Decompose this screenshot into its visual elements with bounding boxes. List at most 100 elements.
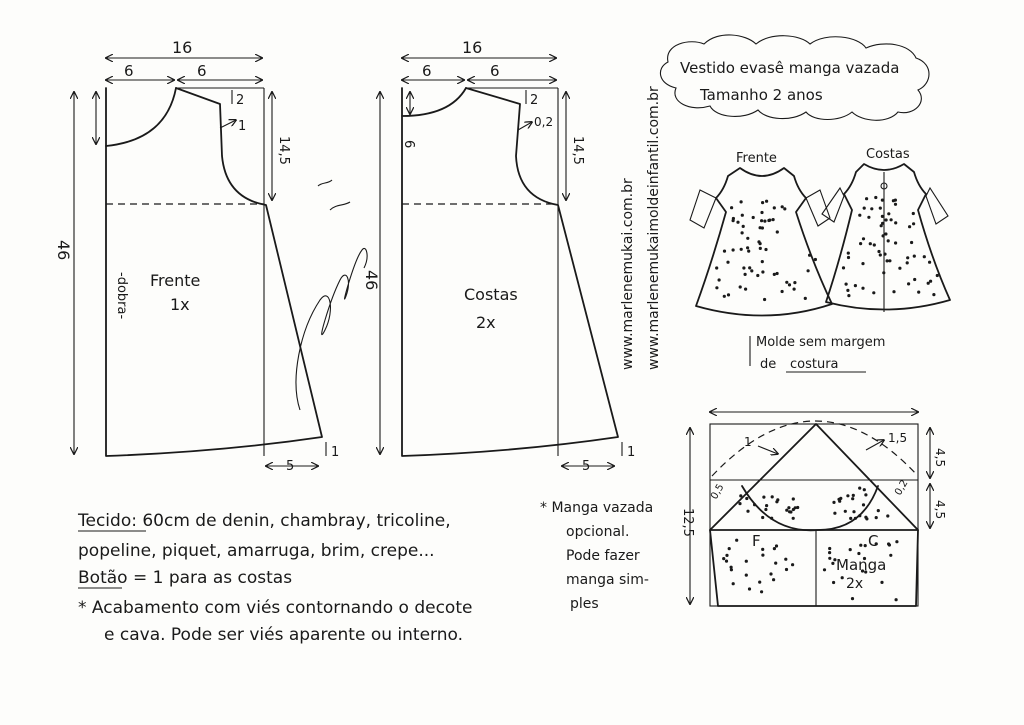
polka-dot <box>858 486 862 490</box>
sleeve-note-line-5: ples <box>570 596 599 612</box>
polka-dot <box>784 557 788 561</box>
polka-dot <box>747 249 751 253</box>
polka-dot <box>808 253 812 257</box>
back-pattern: 16 6 6 46 6 2 0,2 14,5 5 1 Costas 2x <box>362 38 635 474</box>
polka-dot <box>832 580 836 585</box>
polka-dot <box>861 262 865 266</box>
button-text: = 1 para as costas <box>128 568 293 588</box>
polka-dot <box>736 220 740 224</box>
polka-dot <box>862 556 867 561</box>
polka-dot <box>793 281 797 285</box>
sleeve-notes: * Manga vazada opcional. Pode fazer mang… <box>540 500 653 612</box>
polka-dot <box>775 271 779 276</box>
polka-dot <box>883 252 887 256</box>
polka-dot <box>907 282 911 286</box>
polka-dot <box>791 507 796 512</box>
polka-dot <box>740 213 744 217</box>
polka-dot <box>775 230 779 234</box>
polka-dot <box>758 246 762 250</box>
button-icon <box>880 182 888 190</box>
polka-dot <box>833 558 837 562</box>
front-armhole-label: 14,5 <box>276 136 291 165</box>
polka-dot <box>746 509 750 513</box>
polka-dot <box>868 242 872 246</box>
polka-dot <box>831 561 835 566</box>
polka-dot <box>862 488 866 492</box>
polka-dot <box>880 198 885 202</box>
sleeve-side-height-label: 4,5 <box>933 500 947 519</box>
polka-dot <box>772 547 777 551</box>
front-hem-rise-label: 1 <box>331 445 339 460</box>
illustration-back-label: Costas <box>866 147 910 162</box>
polka-dot <box>724 559 729 563</box>
polka-dot <box>753 503 757 507</box>
polka-dot <box>872 243 876 247</box>
polka-dot <box>739 200 743 204</box>
polka-dot <box>880 580 884 585</box>
polka-dot <box>761 201 765 205</box>
polka-dot <box>874 542 878 546</box>
polka-dot <box>877 249 881 254</box>
polka-dot <box>861 286 865 290</box>
polka-dot <box>863 544 867 548</box>
dress-illustration-back: Costas <box>821 147 951 312</box>
polka-dot <box>726 260 730 264</box>
polka-dot <box>857 551 861 556</box>
polka-dot <box>758 580 762 584</box>
polka-dot <box>889 218 893 222</box>
polka-dot <box>833 511 837 515</box>
front-neck-label: 6 <box>124 62 134 80</box>
cloud-shape <box>659 34 930 121</box>
polka-dot <box>828 551 832 555</box>
polka-dot <box>886 239 890 243</box>
fold-label: -dobra- <box>114 272 129 319</box>
polka-dot <box>881 234 885 238</box>
polka-dot <box>756 273 760 278</box>
polka-dot <box>910 240 914 245</box>
back-length-label: 46 <box>362 270 381 290</box>
sleeve-right-offset-label: 1,5 <box>888 431 907 445</box>
sleeve-note-line-4: manga sim- <box>566 572 649 588</box>
polka-dot <box>760 260 764 264</box>
polka-dot <box>769 572 773 576</box>
polka-dot <box>762 495 766 499</box>
polka-dot <box>791 563 795 567</box>
polka-dot <box>846 494 850 498</box>
front-shoulder-drop-label: 2 <box>236 93 244 108</box>
polka-dot <box>838 499 842 503</box>
polka-dots <box>715 195 939 302</box>
polka-dot <box>893 202 898 206</box>
back-width-label: 16 <box>462 38 482 57</box>
polka-dot <box>891 199 896 203</box>
polka-dot <box>761 515 765 520</box>
polka-dot <box>739 247 743 251</box>
polka-dot <box>731 216 736 221</box>
polka-dot <box>852 510 856 514</box>
back-shoulder-drop-label: 2 <box>530 93 538 108</box>
back-dress-outline <box>825 163 951 311</box>
front-offset-label: 1 <box>238 119 246 134</box>
polka-dot <box>771 218 775 222</box>
polka-dot <box>928 260 932 264</box>
fabric-note-line-5: e cava. Pode ser viés aparente ou intern… <box>104 625 463 645</box>
polka-dot <box>917 290 921 294</box>
front-count: 1x <box>170 295 190 314</box>
polka-dot <box>722 294 726 298</box>
polka-dot <box>851 497 855 501</box>
front-width-label: 16 <box>172 38 192 57</box>
sleeve-right-offset-arrow <box>865 440 884 451</box>
front-label: Frente <box>150 271 200 290</box>
polka-dot <box>860 569 865 573</box>
sleeve-note-line-1: * Manga vazada <box>540 500 653 516</box>
illustration-front-label: Frente <box>736 151 777 166</box>
polka-dot <box>784 567 789 572</box>
sleeve-top-height-label: 4,5 <box>933 448 947 467</box>
cloud-title-line-2: Tamanho 2 anos <box>699 86 823 104</box>
back-offset-label: 0,2 <box>534 115 553 129</box>
polka-dot <box>792 287 796 291</box>
polka-dot <box>862 206 866 210</box>
polka-dot <box>725 553 729 558</box>
watermark-line-1: www.marlenemukai.com.br <box>620 178 636 370</box>
front-neckline <box>105 87 177 147</box>
polka-dot <box>876 509 880 513</box>
